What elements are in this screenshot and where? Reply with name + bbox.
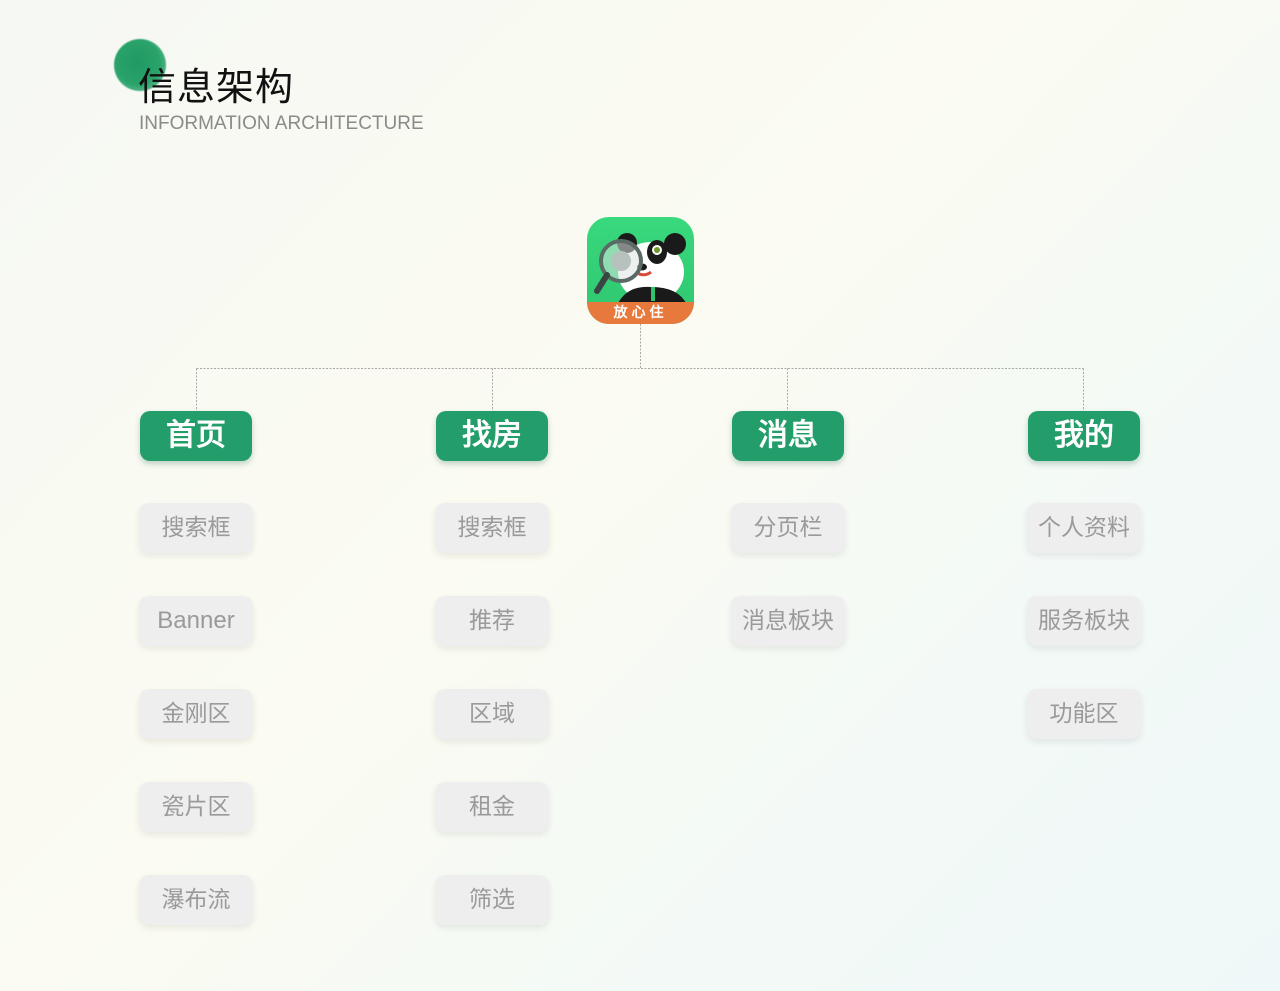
panda-magnifier-icon: [594, 233, 687, 305]
find-item-filter: 筛选: [435, 875, 549, 925]
find-item-rent: 租金: [435, 782, 549, 832]
page-title: 信息架构: [138, 65, 295, 109]
home-item-waterfall-feed: 瀑布流: [139, 875, 253, 925]
mine-item-profile: 个人资料: [1027, 503, 1141, 553]
msg-item-message-section: 消息板块: [731, 596, 845, 646]
mine-item-function-area: 功能区: [1027, 689, 1141, 739]
page-subtitle: INFORMATION ARCHITECTURE: [139, 113, 424, 134]
msg-item-tab-bar: 分页栏: [731, 503, 845, 553]
app-logo: 放心住: [587, 217, 694, 324]
title-accent-dot: [114, 39, 166, 91]
find-item-recommend: 推荐: [435, 596, 549, 646]
app-name-label: 放心住: [587, 302, 694, 324]
mine-item-service-section: 服务板块: [1027, 596, 1141, 646]
find-item-search-box: 搜索框: [435, 503, 549, 553]
home-item-king-kong-area: 金刚区: [139, 689, 253, 739]
category-home: 首页: [140, 411, 252, 461]
category-mine: 我的: [1028, 411, 1140, 461]
category-find-house: 找房: [436, 411, 548, 461]
home-item-tile-area: 瓷片区: [139, 782, 253, 832]
category-messages: 消息: [732, 411, 844, 461]
home-item-search-box: 搜索框: [139, 503, 253, 553]
home-item-banner: Banner: [139, 596, 253, 646]
find-item-region: 区域: [435, 689, 549, 739]
